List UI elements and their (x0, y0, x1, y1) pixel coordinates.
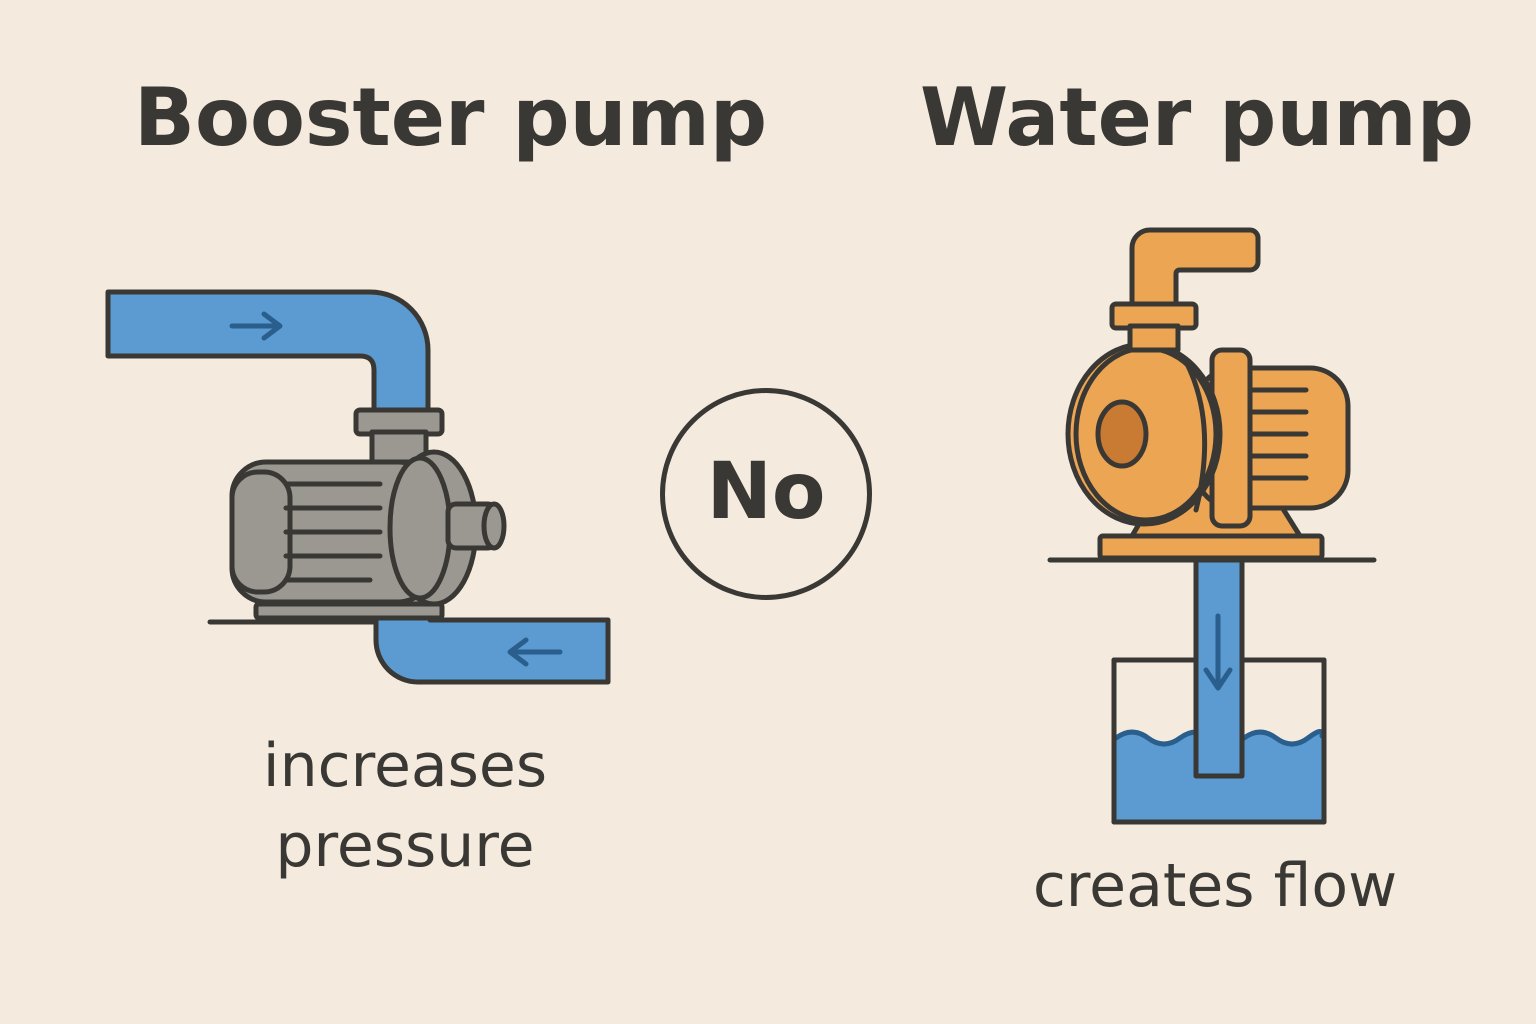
flow-arrow-down-icon (1203, 613, 1233, 691)
booster-pump-title: Booster pump (134, 71, 768, 164)
flow-arrow-right-icon (229, 311, 283, 341)
flow-arrow-left-icon (507, 637, 563, 667)
pump-base-plate (1097, 533, 1325, 561)
water-pump-caption: creates flow (1032, 851, 1398, 921)
no-circle-badge: No (660, 388, 872, 600)
badge-text: No (706, 447, 826, 537)
water-pump-title: Water pump (920, 71, 1475, 164)
booster-pump-caption: increases pressure (200, 726, 610, 886)
pump-inlet-eye (1095, 399, 1149, 469)
caption-line: increases (262, 731, 548, 801)
caption-line: pressure (275, 811, 535, 881)
inlet-pipe (105, 289, 431, 419)
outlet-pipe (373, 615, 611, 685)
discharge-pipe (1129, 227, 1261, 307)
